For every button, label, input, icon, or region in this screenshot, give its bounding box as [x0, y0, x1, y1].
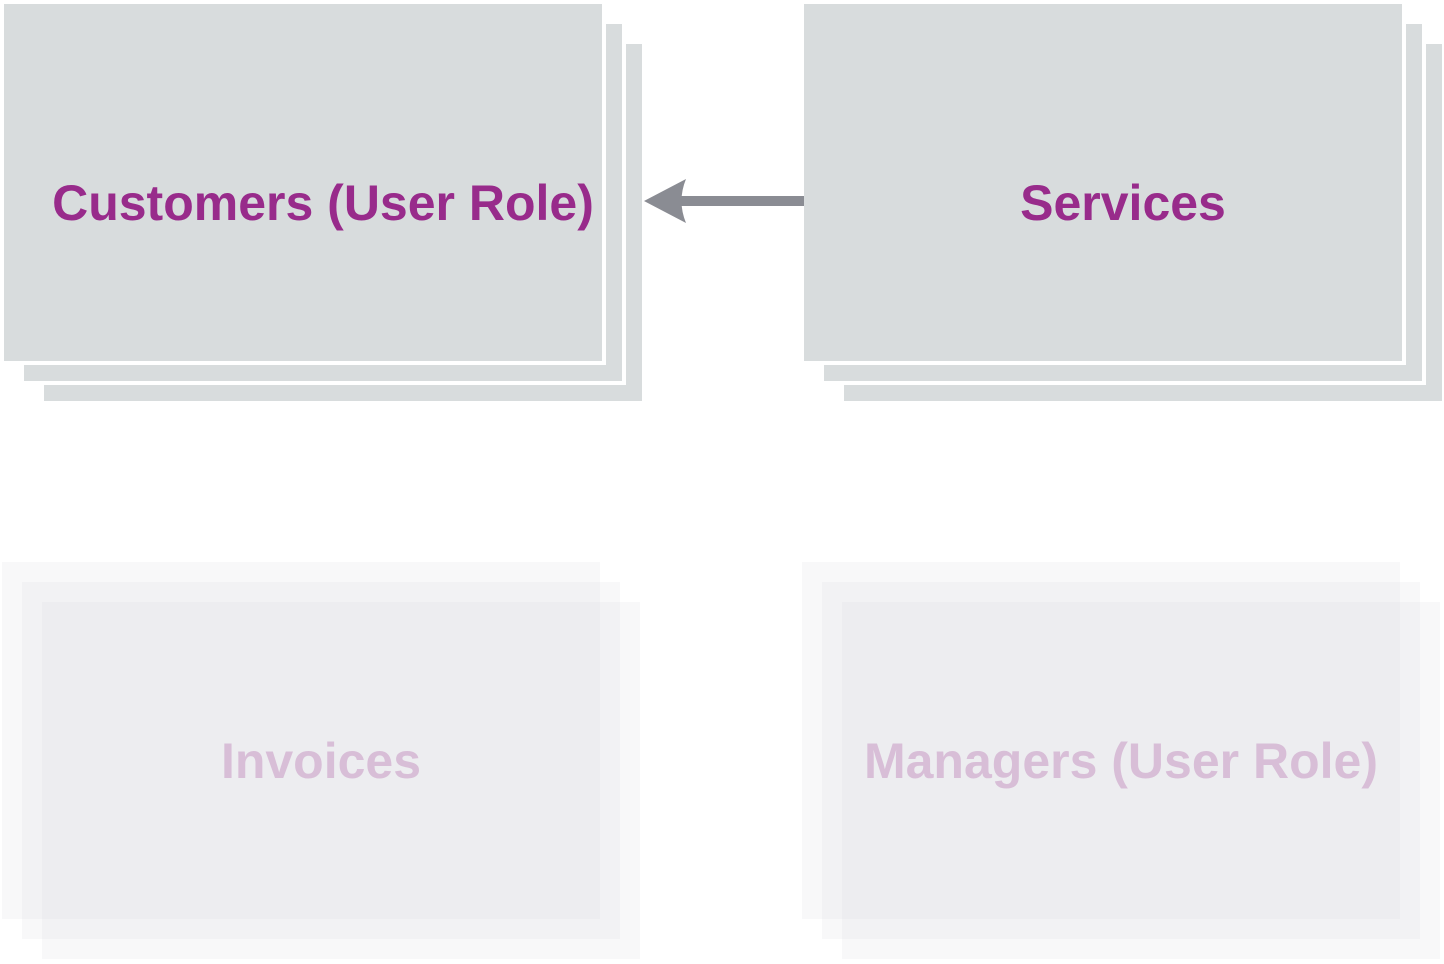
node-label-services: Services: [1020, 174, 1226, 231]
node-customers: Customers (User Role): [0, 0, 646, 405]
card-front-layer: [800, 0, 1406, 365]
arrow-head-icon: [644, 179, 686, 223]
card-back-layer: [2, 562, 600, 919]
card-front-layer: [0, 0, 606, 365]
node-label-invoices: Invoices: [220, 732, 422, 789]
card-middle-layer: [822, 582, 1420, 939]
node-services: Services: [800, 0, 1444, 405]
node-label-managers: Managers (User Role): [863, 732, 1379, 789]
card-front-layer: [42, 602, 640, 959]
node-managers: Managers (User Role): [802, 562, 1440, 959]
card-back-layer: [802, 562, 1400, 919]
card-middle-layer: [22, 582, 620, 939]
card-front-layer: [842, 602, 1440, 959]
node-invoices: Invoices: [2, 562, 640, 959]
arrow-shaft: [676, 196, 804, 206]
node-label-customers: Customers (User Role): [52, 174, 594, 231]
